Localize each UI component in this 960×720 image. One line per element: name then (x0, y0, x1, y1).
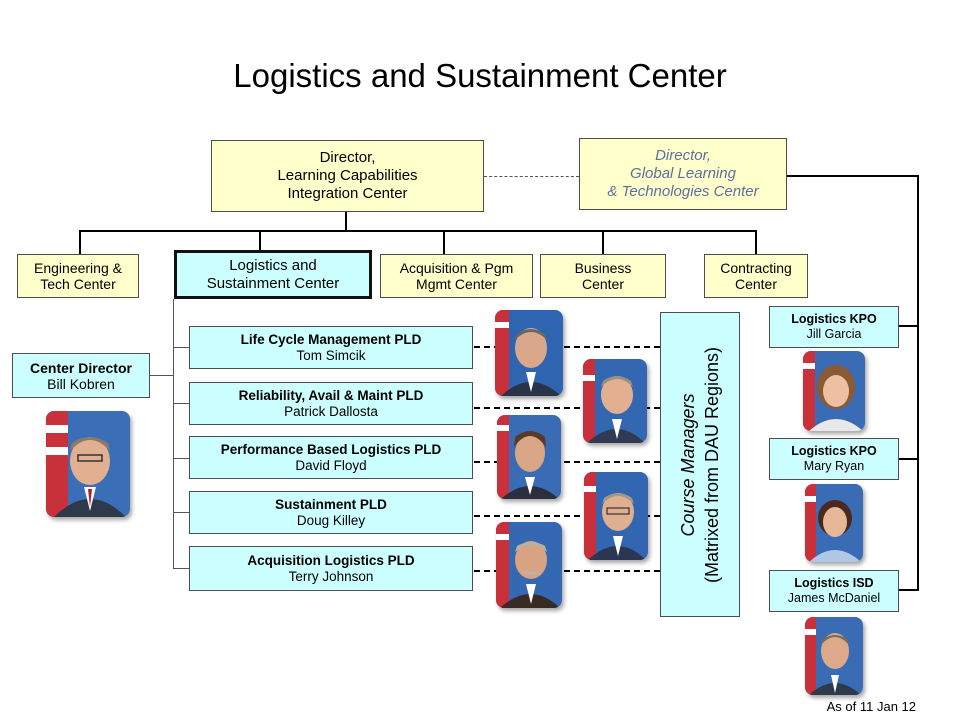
pld-box: Sustainment PLD Doug Killey (189, 491, 473, 534)
connector (899, 325, 919, 327)
as-of-date: As of 11 Jan 12 (826, 699, 916, 714)
connector (917, 175, 919, 590)
pld-name: Tom Simcik (296, 347, 366, 363)
dashed-connector (474, 515, 660, 517)
pld-name: Doug Killey (296, 512, 366, 528)
pld-role: Sustainment PLD (275, 496, 387, 512)
staff-role: Logistics KPO (791, 312, 877, 326)
connector (173, 403, 189, 404)
portrait-photo (803, 351, 865, 431)
center-director-name: Bill Kobren (47, 375, 115, 392)
course-managers-box: Course Managers (Matrixed from DAU Regio… (660, 312, 740, 617)
pld-role: Reliability, Avail & Maint PLD (238, 387, 424, 403)
logistics-center-box: Logistics and Sustainment Center (174, 250, 372, 299)
director-lcic-line: Director, (319, 149, 376, 166)
connector (173, 512, 189, 513)
pld-name: David Floyd (295, 457, 367, 473)
portrait-photo (496, 522, 562, 608)
dashed-connector (474, 570, 660, 572)
pld-box: Performance Based Logistics PLD David Fl… (189, 436, 473, 479)
pld-box: Reliability, Avail & Maint PLD Patrick D… (189, 382, 473, 425)
pld-role: Performance Based Logistics PLD (220, 441, 442, 457)
connector (173, 568, 189, 569)
director-lcic-box: Director, Learning Capabilities Integrat… (211, 140, 484, 212)
dashed-connector (474, 461, 660, 463)
dashed-connector (474, 407, 660, 409)
center-director-box: Center Director Bill Kobren (12, 353, 150, 398)
contracting-center-box: Contracting Center (704, 254, 808, 298)
pld-box: Life Cycle Management PLD Tom Simcik (189, 326, 473, 369)
staff-role: Logistics ISD (794, 576, 874, 590)
director-gltc-box: Director, Global Learning & Technologies… (579, 138, 787, 210)
portrait-photo (584, 472, 648, 560)
center-label: Engineering & (34, 260, 122, 276)
page-title: Logistics and Sustainment Center (233, 57, 727, 94)
staff-name: Jill Garcia (806, 327, 862, 341)
connector (345, 211, 347, 231)
pld-box: Acquisition Logistics PLD Terry Johnson (189, 546, 473, 591)
acquisition-center-box: Acquisition & Pgm Mgmt Center (380, 254, 533, 298)
dashed-connector (484, 176, 579, 177)
course-managers-subtitle: (Matrixed from DAU Regions) (702, 346, 722, 584)
portrait-photo (46, 411, 130, 517)
staff-role: Logistics KPO (791, 444, 877, 458)
connector (899, 589, 919, 591)
staff-name: James McDaniel (787, 591, 881, 605)
connector (899, 458, 919, 460)
connector (602, 230, 604, 254)
connector (173, 458, 189, 459)
connector (173, 347, 189, 348)
director-gltc-line: Global Learning (630, 165, 736, 182)
business-center-box: Business Center (540, 254, 666, 298)
connector (755, 230, 757, 254)
portrait-photo (583, 359, 647, 443)
connector (173, 299, 174, 568)
connector (787, 175, 919, 177)
center-label: Tech Center (40, 276, 116, 292)
portrait-photo (805, 617, 863, 695)
connector (150, 375, 174, 376)
pld-name: Patrick Dallosta (284, 403, 378, 419)
center-label: Mgmt Center (416, 276, 497, 292)
center-label: Center (734, 276, 778, 292)
staff-box: Logistics ISD James McDaniel (769, 570, 899, 612)
director-gltc-line: & Technologies Center (607, 183, 759, 200)
pld-role: Acquisition Logistics PLD (247, 552, 415, 568)
engineering-center-box: Engineering & Tech Center (17, 254, 139, 298)
portrait-photo (805, 484, 863, 562)
staff-box: Logistics KPO Mary Ryan (769, 438, 899, 480)
portrait-photo (497, 415, 561, 499)
center-label: Center (581, 276, 625, 292)
center-label: Sustainment Center (206, 274, 340, 292)
center-director-role: Center Director (30, 359, 132, 376)
connector (443, 230, 445, 254)
connector (79, 230, 81, 254)
director-gltc-line: Director, (655, 147, 711, 164)
connector (79, 230, 757, 232)
center-label: Contracting (720, 260, 792, 276)
connector (259, 230, 261, 250)
portrait-photo (495, 310, 563, 396)
center-label: Business (574, 260, 632, 276)
director-lcic-line: Learning Capabilities (277, 167, 418, 184)
center-label: Logistics and (229, 256, 317, 274)
course-managers-title: Course Managers (678, 393, 698, 537)
director-lcic-line: Integration Center (287, 185, 408, 202)
staff-name: Mary Ryan (803, 459, 865, 473)
pld-role: Life Cycle Management PLD (240, 331, 422, 347)
pld-name: Terry Johnson (288, 568, 374, 584)
staff-box: Logistics KPO Jill Garcia (769, 306, 899, 348)
dashed-connector (474, 346, 660, 348)
center-label: Acquisition & Pgm (399, 260, 514, 276)
